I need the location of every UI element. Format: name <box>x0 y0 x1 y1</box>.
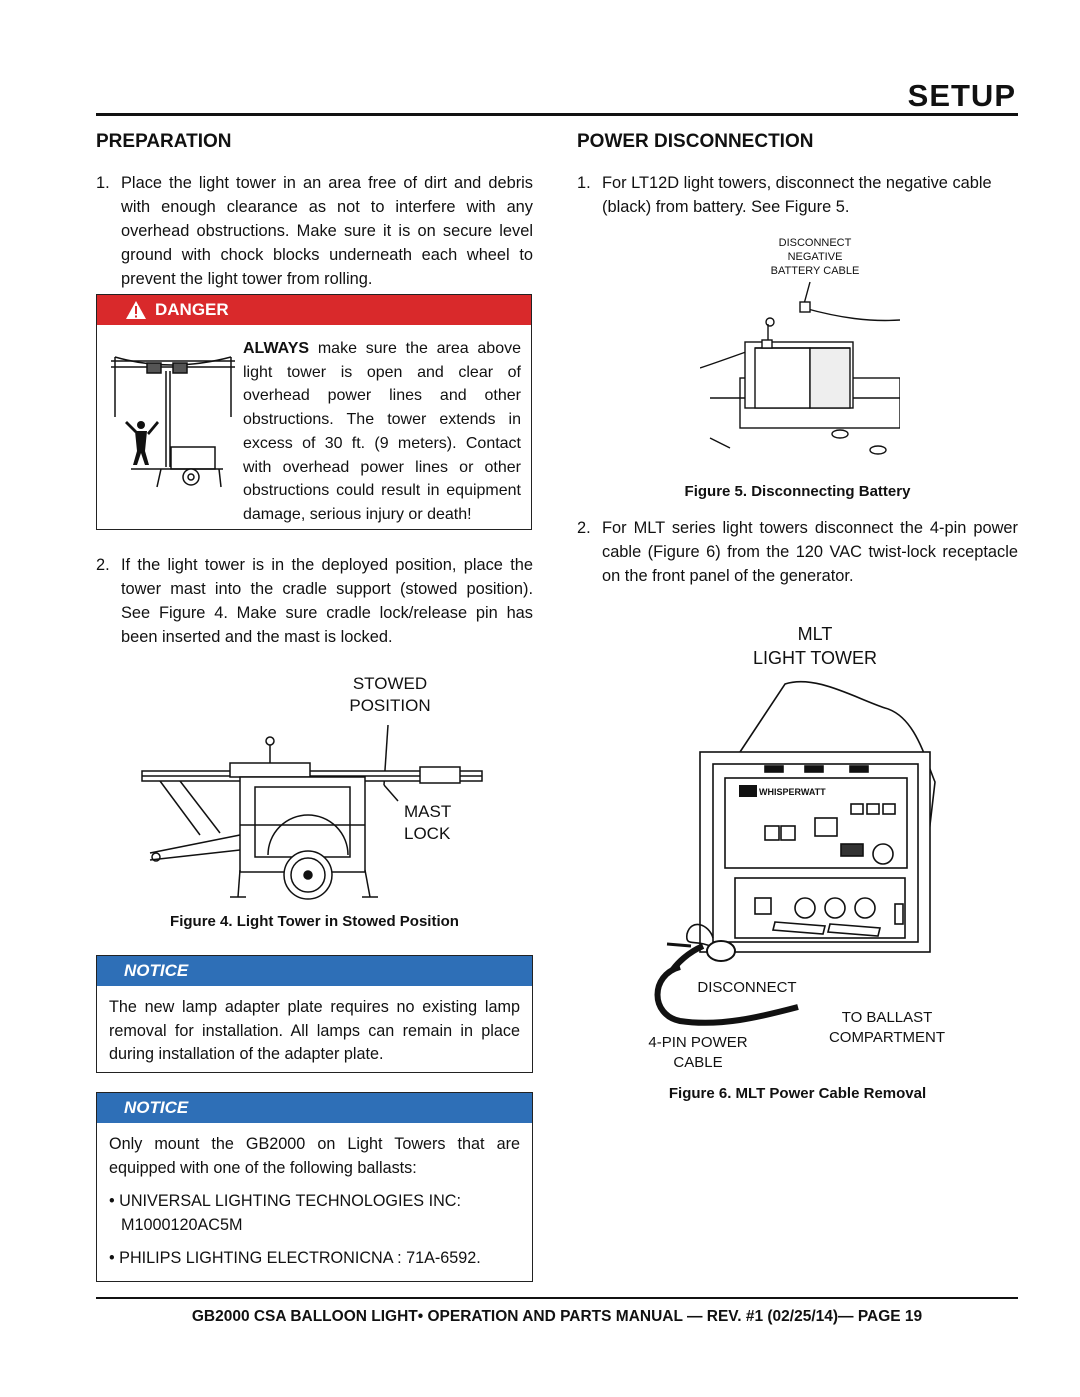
step-text: Place the light tower in an area free of… <box>121 174 533 288</box>
battery-illustration <box>700 281 900 455</box>
fig4-mast-line2: LOCK <box>404 824 451 843</box>
fig6-cable-line1: 4-PIN POWER <box>648 1034 748 1051</box>
power-step-2: 2. For MLT series light towers disconnec… <box>577 516 1018 588</box>
fig6-cable-label: 4-PIN POWER CABLE <box>628 1033 768 1073</box>
fig6-caption: Figure 6. MLT Power Cable Removal <box>668 1085 927 1102</box>
fig6-ballast-line1: TO BALLAST <box>841 1009 933 1026</box>
step-number: 1. <box>96 174 110 192</box>
notice-header: NOTICE <box>97 1093 532 1123</box>
step-number: 2. <box>577 519 591 537</box>
power-line-hazard-illustration <box>111 356 235 488</box>
power-cable-loop <box>654 965 799 1026</box>
fig6-cable-line2: CABLE <box>673 1054 723 1071</box>
mlt-generator-panel-illustration: WHISPERWATT <box>666 680 936 968</box>
step-number: 2. <box>96 556 110 574</box>
fig4-caption: Figure 4. Light Tower in Stowed Position <box>170 913 459 930</box>
danger-body: make sure the area above light tower is … <box>243 340 521 523</box>
notice-bullet-1: • UNIVERSAL LIGHTING TECHNOLOGIES INC: M… <box>109 1192 461 1234</box>
power-step-1: 1. For LT12D light towers, disconnect th… <box>577 171 1018 219</box>
notice-box-2: NOTICE Only mount the GB2000 on Light To… <box>96 1092 533 1282</box>
danger-emphasis: ALWAYS <box>243 340 310 357</box>
brand-logo <box>739 785 757 797</box>
fig6-disconnect-label: DISCONNECT <box>697 979 797 996</box>
footer-rule <box>96 1297 1018 1299</box>
fig4-mast-lock-label: MAST LOCK <box>404 801 484 845</box>
notice-header: NOTICE <box>97 956 532 986</box>
fig6-title-line2: LIGHT TOWER <box>752 648 878 668</box>
fig6-brand: WHISPERWATT <box>759 787 826 797</box>
fig5-label-line2: NEGATIVE <box>787 251 843 263</box>
notice-text: Only mount the GB2000 on Light Towers th… <box>109 1135 520 1177</box>
preparation-step-2: 2. If the light tower is in the deployed… <box>96 553 533 649</box>
danger-header: DANGER <box>97 295 531 325</box>
fig4-stowed-label: STOWED POSITION <box>330 673 450 717</box>
light-tower-stowed-illustration <box>141 724 483 900</box>
fig5-label-line3: BATTERY CABLE <box>770 265 860 277</box>
header-rule <box>96 113 1018 116</box>
step-text: If the light tower is in the deployed po… <box>121 556 533 646</box>
notice-box-1: NOTICE The new lamp adapter plate requir… <box>96 955 533 1073</box>
fig6-ballast-line2: COMPARTMENT <box>828 1029 946 1046</box>
fig5-caption: Figure 5. Disconnecting Battery <box>684 483 911 500</box>
danger-label: DANGER <box>155 300 229 319</box>
preparation-heading: PREPARATION <box>96 131 232 152</box>
notice-bullet-2: • PHILIPS LIGHTING ELECTRONICNA : 71A-65… <box>109 1249 481 1267</box>
fig5-label: DISCONNECT NEGATIVE BATTERY CABLE <box>740 236 890 278</box>
power-disconnection-heading: POWER DISCONNECTION <box>577 131 814 152</box>
step-text: For LT12D light towers, disconnect the n… <box>602 174 992 216</box>
step-text: For MLT series light towers disconnect t… <box>602 519 1018 585</box>
fig6-title: MLT LIGHT TOWER <box>720 622 910 670</box>
warning-triangle-icon <box>126 301 146 319</box>
preparation-step-1: 1. Place the light tower in an area free… <box>96 171 533 291</box>
notice-body: Only mount the GB2000 on Light Towers th… <box>97 1123 532 1271</box>
notice-text: The new lamp adapter plate requires no e… <box>109 998 520 1063</box>
fig4-mast-line1: MAST <box>404 802 452 821</box>
danger-message: ALWAYS make sure the area above light to… <box>243 337 521 527</box>
danger-box: DANGER ALWAYS make sure the area above l… <box>96 294 532 530</box>
page-footer: GB2000 CSA BALLOON LIGHT• OPERATION AND … <box>191 1308 923 1325</box>
fig6-title-line1: MLT <box>797 624 833 644</box>
section-title: SETUP <box>907 78 1016 113</box>
fig6-ballast-label: TO BALLAST COMPARTMENT <box>812 1008 962 1048</box>
fig4-stowed-line2: POSITION <box>349 696 431 715</box>
fig4-stowed-line1: STOWED <box>352 674 428 693</box>
fig5-label-line1: DISCONNECT <box>778 237 852 249</box>
step-number: 1. <box>577 174 591 192</box>
